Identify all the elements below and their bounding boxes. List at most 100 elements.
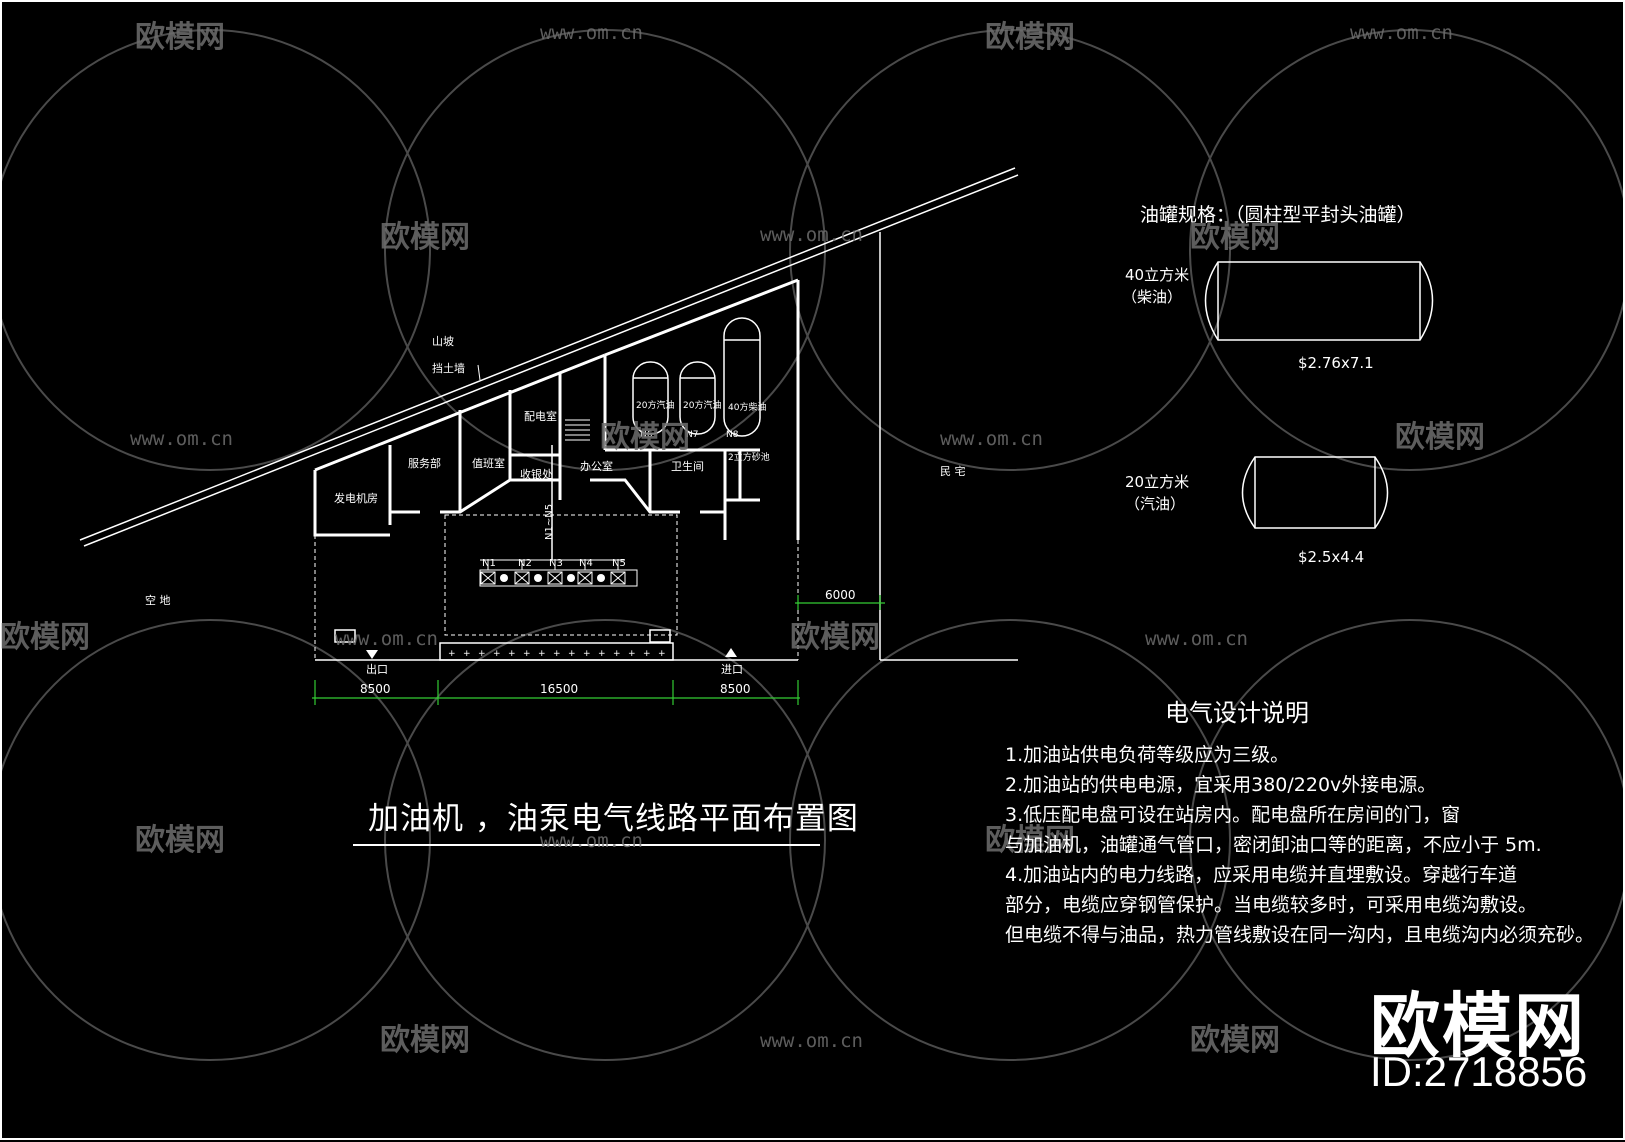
pump-dot <box>597 574 605 582</box>
room-duty: 值班室 <box>472 456 505 470</box>
dispenser-n2: N2 <box>518 558 532 569</box>
dispenser-cross <box>514 571 530 585</box>
tank-spec-title: 油罐规格：（圆柱型平封头油罐） <box>1140 204 1416 226</box>
watermark-brand: 欧模网 <box>380 1023 470 1058</box>
dispenser-boxes <box>480 571 626 585</box>
watermark-brand: 欧模网 <box>1395 420 1485 455</box>
small-tank-label-2: （汽油） <box>1125 495 1185 513</box>
note-line-2: 2.加油站的供电电源，宜采用380/220v外接电源。 <box>1005 774 1437 796</box>
note-line-3: 3.低压配电盘可设在站房内。配电盘所在房间的门，窗 <box>1005 804 1461 826</box>
tank-spec-shapes <box>1204 261 1434 529</box>
note-line-1: 1.加油站供电负荷等级应为三级。 <box>1005 744 1290 766</box>
dispenser-n5: N5 <box>612 558 626 569</box>
note-line-7: 但电缆不得与油品，热力管线敷设在同一沟内，且电缆沟内必须充砂。 <box>1005 924 1595 946</box>
road-markings: +++++++++++++++ <box>448 649 666 659</box>
watermark-url: www.om.cn <box>760 224 863 246</box>
notes-title: 电气设计说明 <box>1165 699 1309 727</box>
room-distribution: 配电室 <box>524 409 557 423</box>
road-mark: + <box>508 649 516 659</box>
pump-dot <box>500 574 508 582</box>
watermark-url: www.om.cn <box>760 1030 863 1052</box>
watermark-url: www.om.cn <box>540 830 643 852</box>
dispenser-box <box>577 571 593 585</box>
label-entrance: 进口 <box>721 663 743 676</box>
tank-label-1: 20方汽油 <box>636 399 674 411</box>
room-cashier: 收银处 <box>520 467 553 481</box>
label-open-ground: 空 地 <box>145 593 171 607</box>
road-mark: + <box>478 649 486 659</box>
dim-8500-right: 8500 <box>720 682 751 696</box>
road-mark: + <box>613 649 621 659</box>
dispenser-box <box>480 571 496 585</box>
dimension-labels: 8500 16500 8500 6000 <box>360 588 856 696</box>
road-mark: + <box>643 649 651 659</box>
label-residence: 民 宅 <box>940 464 966 478</box>
stairs <box>565 419 590 441</box>
room-office: 办公室 <box>580 459 613 473</box>
watermark-brand: 欧模网 <box>0 620 90 655</box>
road-mark: + <box>583 649 591 659</box>
slope-leader <box>477 364 481 381</box>
watermark-url: www.om.cn <box>335 628 438 650</box>
dispenser-box <box>547 571 563 585</box>
road-mark: + <box>448 649 456 659</box>
label-retaining-wall: 挡土墙 <box>432 361 465 375</box>
cable-label: N1~N5 <box>544 504 555 540</box>
note-line-4: 与加油机，油罐通气管口，密闭卸油口等的距离，不应小于 5m. <box>1005 834 1542 856</box>
dispenser-box <box>514 571 530 585</box>
tanks <box>632 317 761 437</box>
dispenser-cross <box>480 571 496 585</box>
watermark-circles <box>0 29 1625 1061</box>
watermark-url: www.om.cn <box>1350 22 1453 44</box>
large-tank-label-1: 40立方米 <box>1125 266 1189 284</box>
large-tank-size: $2.76x7.1 <box>1298 354 1374 372</box>
label-exit: 出口 <box>366 662 388 676</box>
dispenser-cross <box>577 571 593 585</box>
road-mark: + <box>538 649 546 659</box>
exit-arrow <box>366 650 378 659</box>
watermark-brand: 欧模网 <box>135 20 225 55</box>
tank-n6: N6 <box>640 430 653 440</box>
large-tank-label-2: （柴油） <box>1122 288 1182 306</box>
pump-dot <box>534 574 542 582</box>
road-mark: + <box>658 649 666 659</box>
dim-6000: 6000 <box>825 588 856 602</box>
dim-8500-left: 8500 <box>360 682 391 696</box>
road-mark: + <box>598 649 606 659</box>
drawing-title: 加油机 ，油泵电气线路平面布置图 <box>368 801 859 837</box>
road-mark: + <box>523 649 531 659</box>
building-walls <box>313 278 800 540</box>
dimension-lines <box>312 595 885 705</box>
dispenser-island <box>479 559 638 587</box>
label-slope: 山坡 <box>432 335 454 348</box>
watermark-brand: 欧模网 <box>135 823 225 858</box>
watermark-brand: 欧模网 <box>1190 220 1280 255</box>
tank-n8: N8 <box>726 430 739 440</box>
notes-list: 1.加油站供电负荷等级应为三级。 2.加油站的供电电源，宜采用380/220v外… <box>1005 740 1594 950</box>
room-toilet: 卫生间 <box>671 459 704 473</box>
watermark-url: www.om.cn <box>1145 628 1248 650</box>
watermark-brand: 欧模网 <box>985 823 1075 858</box>
dispenser-cross <box>610 571 626 585</box>
room-sand-pool: 2立方砂池 <box>728 451 770 463</box>
tank-label-2: 20方汽油 <box>683 399 721 411</box>
tank-spec-labels: 40立方米 （柴油） $2.76x7.1 20立方米 （汽油） $2.5x4.4 <box>1122 266 1374 566</box>
ground-lines <box>315 232 1018 661</box>
dispenser-cross <box>547 571 563 585</box>
road-mark: + <box>553 649 561 659</box>
dispenser-n3: N3 <box>549 558 563 569</box>
watermark-brand: 欧模网 <box>1190 1023 1280 1058</box>
note-line-6: 部分，电缆应穿钢管保护。当电缆较多时，可采用电缆沟敷设。 <box>1005 894 1538 916</box>
note-line-5: 4.加油站内的电力线路，应采用电缆并直埋敷设。穿越行车道 <box>1005 864 1518 886</box>
dispenser-box <box>610 571 626 585</box>
road-mark: + <box>493 649 501 659</box>
slope-lines <box>79 167 1019 547</box>
room-service: 服务部 <box>408 456 441 470</box>
dim-16500: 16500 <box>540 682 578 696</box>
tank-n7: N7 <box>686 430 698 440</box>
watermark-url: www.om.cn <box>940 428 1043 450</box>
dispenser-n4: N4 <box>579 558 593 569</box>
pump-dot <box>567 574 575 582</box>
